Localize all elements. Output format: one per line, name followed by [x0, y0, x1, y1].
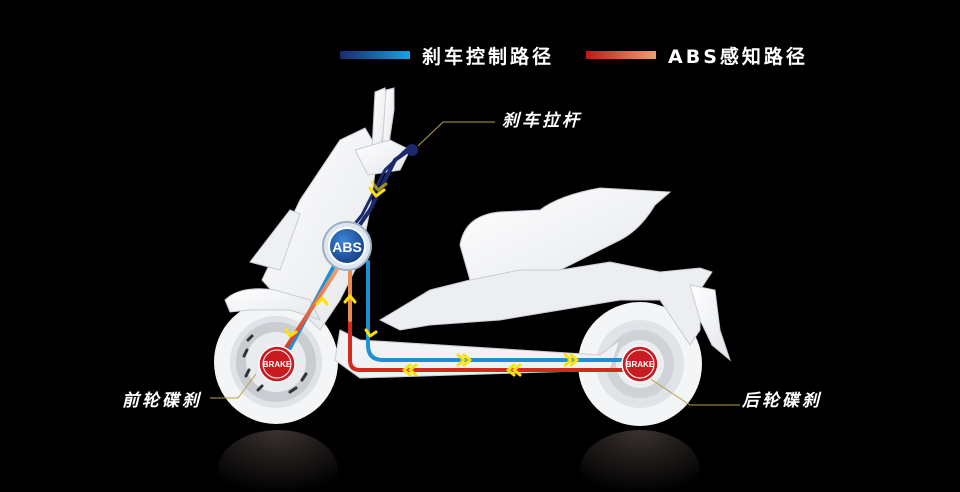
rear-brake-label: BRAKE	[626, 360, 655, 369]
legend-swatch-sensing	[586, 51, 657, 59]
wheel-reflections	[218, 430, 700, 492]
rear-brake-badge: BRAKE	[621, 345, 659, 383]
sensing-path	[276, 266, 632, 372]
abs-badge: ABS	[322, 221, 372, 271]
leader-lines	[210, 121, 740, 406]
callout-brake-lever: 刹车拉杆	[502, 111, 582, 131]
front-brake-label: BRAKE	[263, 360, 292, 369]
front-brake-badge: BRAKE	[258, 345, 296, 383]
flow-arrows	[284, 180, 579, 377]
callout-front-disc: 前轮碟刹	[122, 391, 202, 411]
legend: 刹车控制路径 ABS感知路径	[340, 43, 840, 68]
legend-swatch-control	[340, 51, 410, 59]
callout-rear-disc: 后轮碟刹	[742, 391, 822, 411]
legend-label-sensing: ABS感知路径	[668, 45, 808, 68]
abs-badge-label: ABS	[332, 239, 362, 255]
legend-label-control: 刹车控制路径	[422, 45, 555, 68]
